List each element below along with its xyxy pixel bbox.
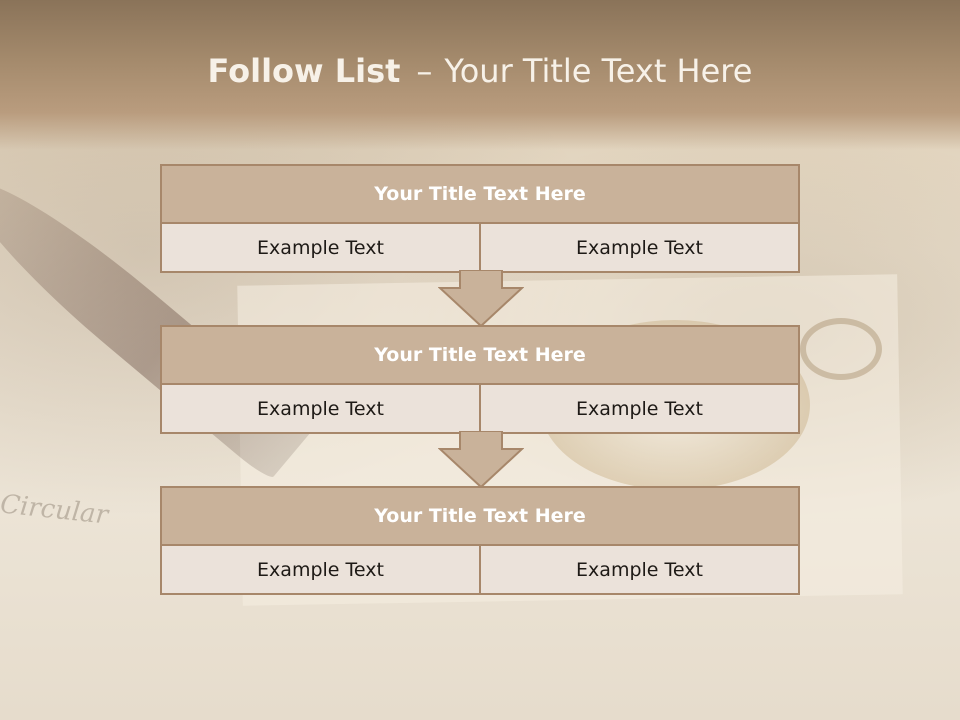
- block-cell-left: Example Text: [162, 224, 479, 271]
- down-arrow-icon: [438, 431, 524, 489]
- down-arrow-icon: [438, 270, 524, 328]
- block-cell-left: Example Text: [162, 546, 479, 593]
- block-row: Example Text Example Text: [162, 546, 798, 593]
- block-heading: Your Title Text Here: [162, 166, 798, 224]
- block-row: Example Text Example Text: [162, 385, 798, 432]
- block-heading: Your Title Text Here: [162, 488, 798, 546]
- block-cell-right: Example Text: [479, 385, 798, 432]
- block-cell-right: Example Text: [479, 546, 798, 593]
- title-sub: Your Title Text Here: [444, 52, 753, 90]
- pocket-watch-ring: [800, 318, 882, 380]
- block-cell-left: Example Text: [162, 385, 479, 432]
- block-cell-right: Example Text: [479, 224, 798, 271]
- title-separator: –: [416, 52, 433, 90]
- list-block-1: Your Title Text Here Example Text Exampl…: [160, 164, 800, 273]
- block-row: Example Text Example Text: [162, 224, 798, 271]
- title-main: Follow List: [207, 52, 401, 90]
- list-block-3: Your Title Text Here Example Text Exampl…: [160, 486, 800, 595]
- slide-title: Follow List–Your Title Text Here: [0, 52, 960, 90]
- list-block-2: Your Title Text Here Example Text Exampl…: [160, 325, 800, 434]
- title-band: [0, 0, 960, 150]
- block-heading: Your Title Text Here: [162, 327, 798, 385]
